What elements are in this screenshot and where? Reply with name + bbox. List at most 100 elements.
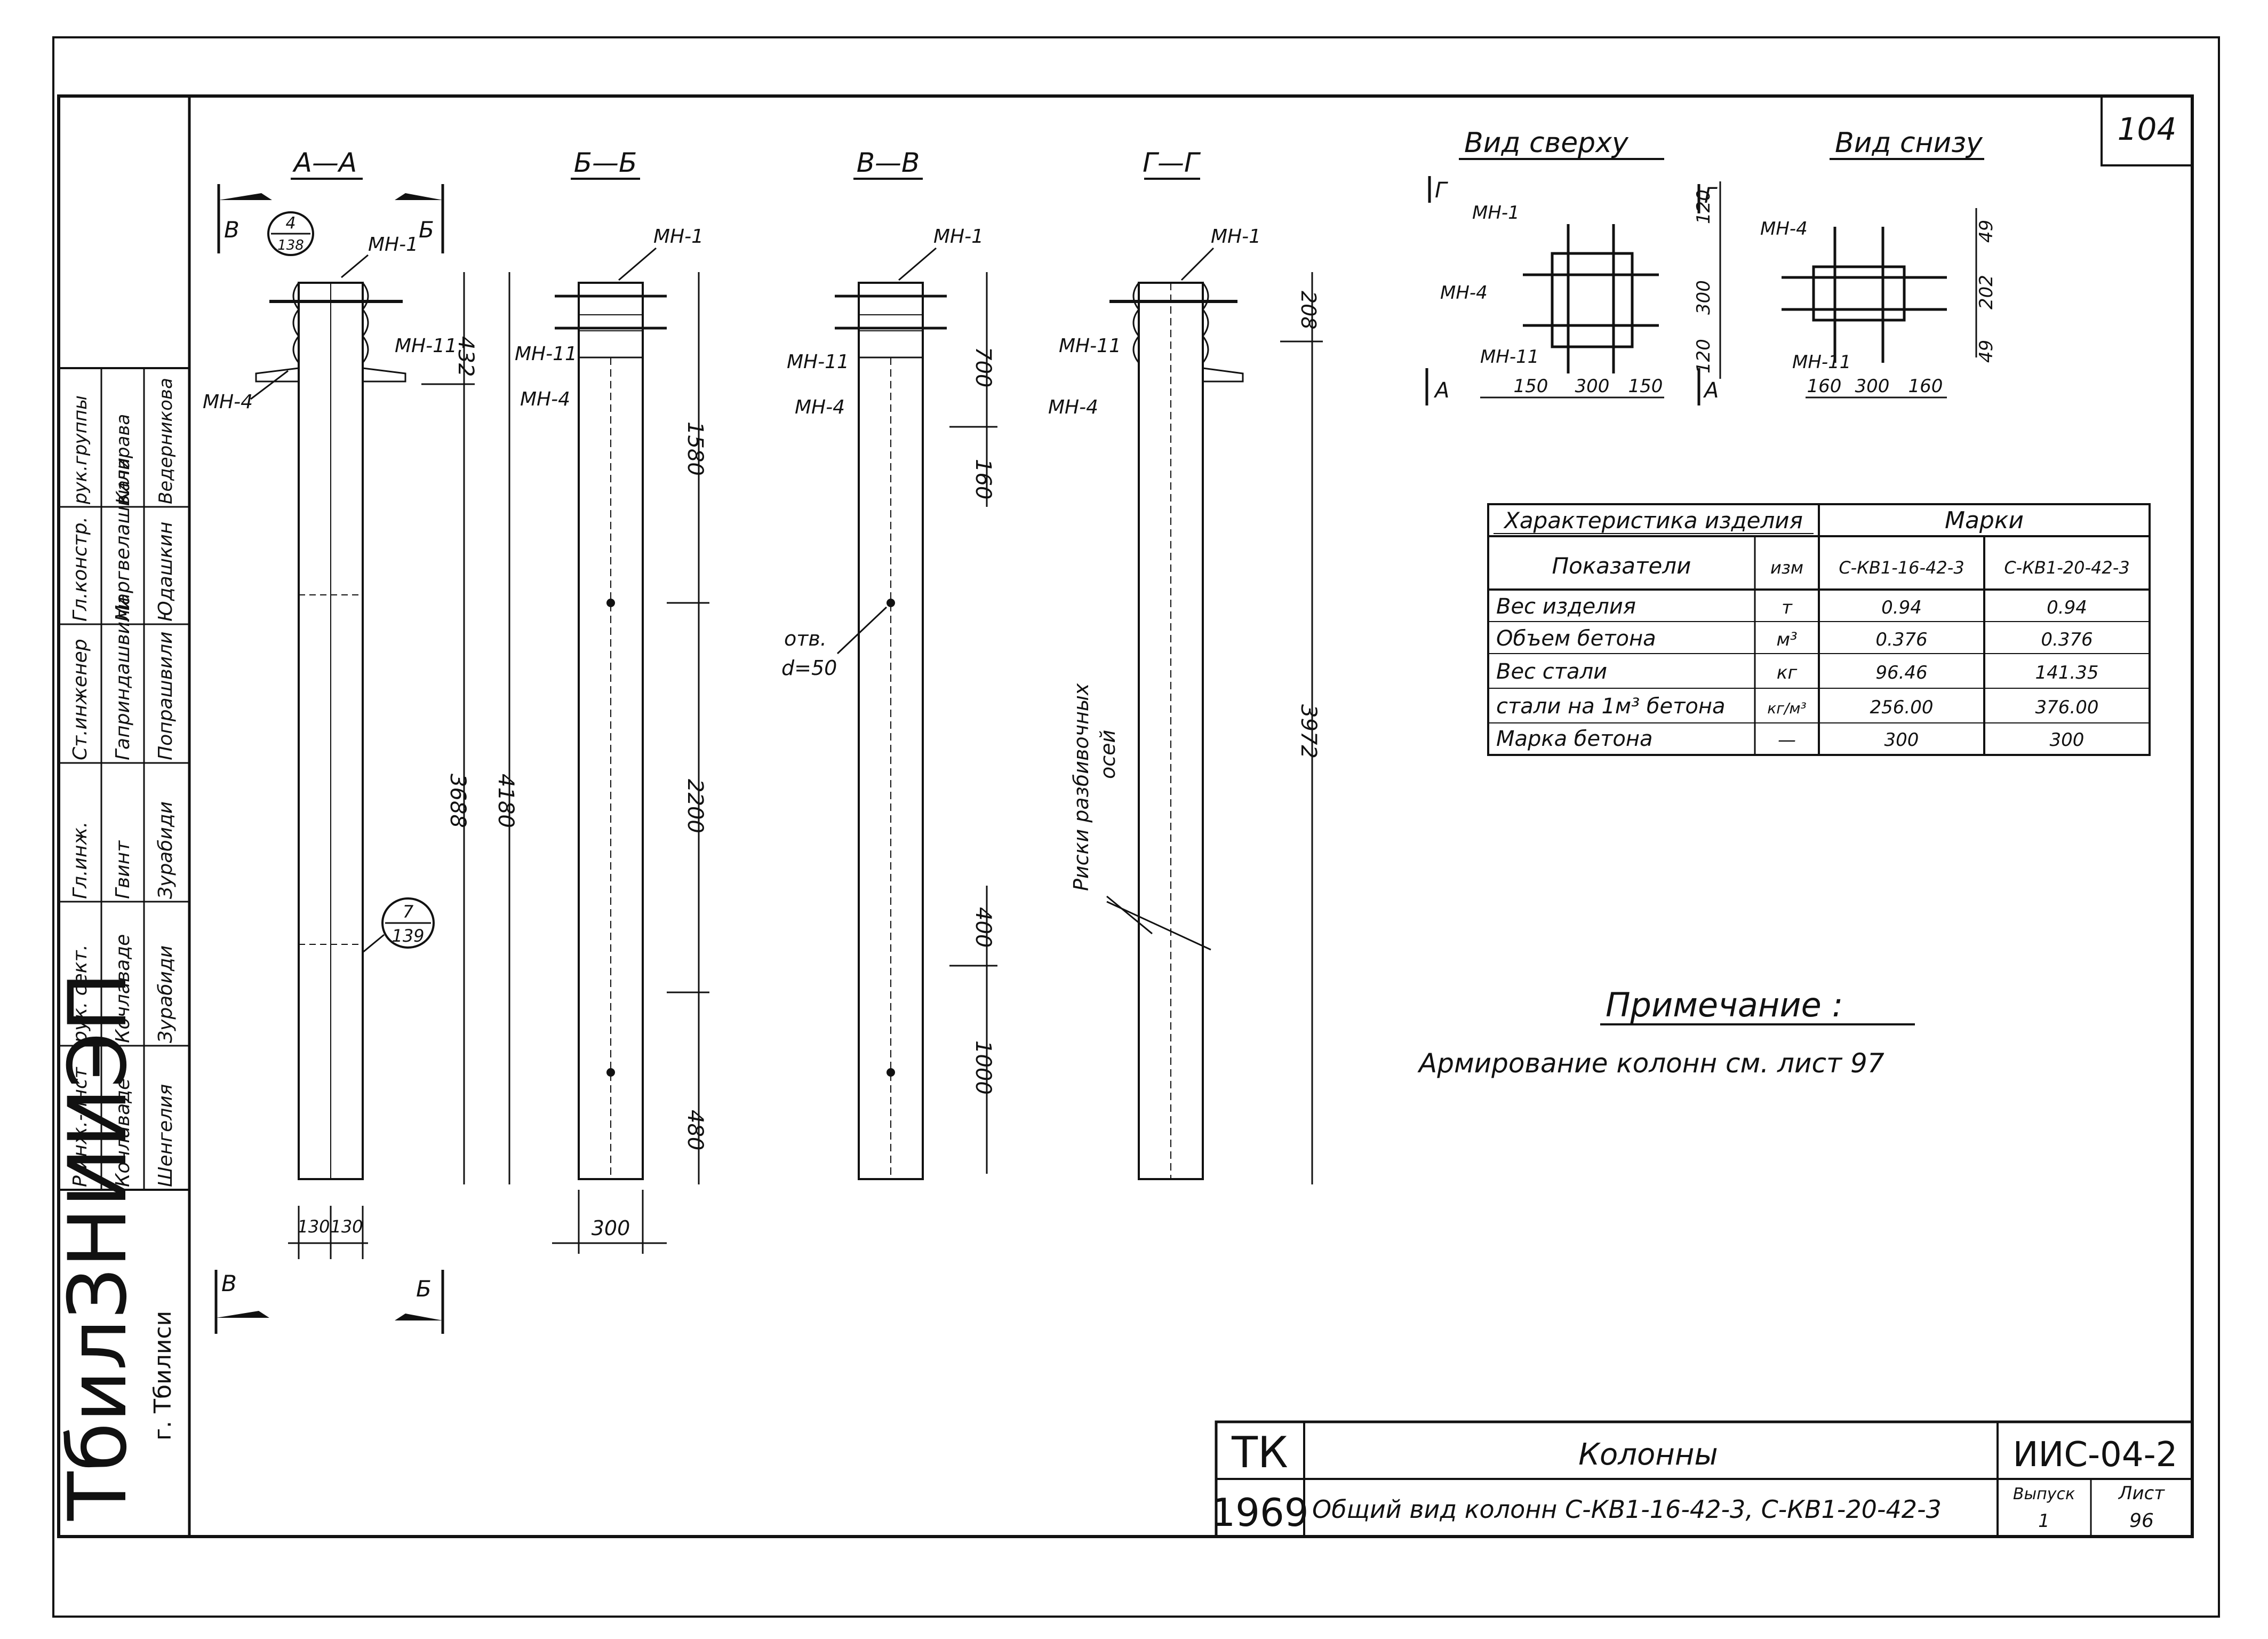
- section-title-a: А—А: [292, 147, 357, 178]
- dimension: 208: [1297, 291, 1320, 330]
- svg-text:0.94: 0.94: [2047, 597, 2087, 618]
- column-section-g: МН-1 МН-11 МН-4 Риски разбивочных осей 2…: [1048, 226, 1323, 1184]
- stamp-row: Ст.инженер Гаприндашвили Попрашвили: [69, 597, 177, 760]
- spec-table-title: Характеристика изделия: [1503, 507, 1803, 534]
- title-issue-label: Выпуск: [2013, 1485, 2075, 1503]
- risks-label: осей: [1096, 730, 1120, 779]
- svg-text:Гл.констр.: Гл.констр.: [69, 516, 91, 622]
- spec-col-header: Показатели: [1552, 553, 1691, 579]
- part-label: МН-4: [1440, 282, 1488, 304]
- section-title-b: Б—Б: [574, 147, 637, 178]
- note: Примечание : Армирование колонн см. лист…: [1417, 985, 1915, 1079]
- hole-label: отв.: [784, 627, 827, 650]
- svg-text:кг/м³: кг/м³: [1767, 699, 1806, 717]
- part-label: МН-1: [1211, 226, 1261, 248]
- svg-text:Попрашвили: Попрашвили: [155, 631, 177, 760]
- spec-marks-header: Марки: [1945, 507, 2024, 534]
- dimension: 130: [330, 1216, 363, 1237]
- title-block: ТК 1969 Колонны Общий вид колонн С-КВ1-1…: [1211, 1420, 2194, 1538]
- svg-text:стали на 1м³ бетона: стали на 1м³ бетона: [1496, 694, 1726, 719]
- dimension: 120: [1693, 189, 1714, 224]
- part-label: МН-1: [933, 226, 984, 248]
- dimension: 49: [1976, 340, 1997, 363]
- dimension: 480: [683, 1110, 707, 1150]
- part-label: МН-11: [515, 343, 577, 365]
- svg-text:Г: Г: [1704, 184, 1718, 208]
- hole-diameter: d=50: [781, 656, 837, 680]
- table-row: Вес стали кг 96.46 141.35: [1496, 659, 2098, 684]
- part-label: МН-4: [1048, 396, 1098, 418]
- table-row: Объем бетона м³ 0.376 0.376: [1496, 626, 2093, 651]
- part-label: МН-11: [395, 335, 457, 357]
- stamp-row: рук. сект. Кочлаваде Зурабиди: [69, 934, 177, 1044]
- part-label: МН-4: [795, 396, 845, 418]
- view-top-title: Вид сверху: [1464, 127, 1629, 159]
- svg-text:7: 7: [403, 902, 414, 922]
- part-label: МН-11: [1480, 346, 1539, 368]
- svg-text:Гл.инж.: Гл.инж.: [69, 822, 91, 899]
- stamp-row: рук.группы Качарава Ведерникова: [70, 378, 177, 505]
- svg-text:В: В: [224, 217, 239, 243]
- svg-text:300: 300: [1884, 729, 1919, 751]
- table-row: Вес изделия т 0.94 0.94: [1496, 594, 2087, 619]
- svg-text:Вес стали: Вес стали: [1496, 659, 1607, 684]
- column-section-b: МН-1 МН-11 МН-4 1580 2200 480 300: [515, 226, 709, 1254]
- table-row: стали на 1м³ бетона кг/м³ 256.00 376.00: [1496, 694, 2098, 719]
- risks-label: Риски разбивочных: [1069, 683, 1093, 891]
- svg-text:Ст.инженер: Ст.инженер: [69, 639, 91, 760]
- svg-text:Качарава: Качарава: [113, 414, 134, 504]
- title-year: 1969: [1211, 1490, 1308, 1535]
- stamp-row: Р.инж.-инст Кочлаваде Шенгелия: [69, 1067, 177, 1187]
- spec-col-header: изм: [1770, 558, 1803, 578]
- svg-text:В: В: [221, 1270, 237, 1296]
- section-title-g: Г—Г: [1143, 147, 1201, 178]
- spec-col-header: С-КВ1-20-42-3: [2004, 558, 2129, 578]
- svg-text:139: 139: [392, 926, 424, 946]
- part-label: МН-4: [520, 388, 570, 410]
- callout-node-7: 7 139: [381, 897, 435, 949]
- svg-text:0.376: 0.376: [1875, 629, 1927, 650]
- dimension: 1580: [683, 421, 707, 476]
- title-name: Колонны: [1578, 1437, 1718, 1472]
- dimension: 300: [1575, 376, 1610, 397]
- svg-text:т: т: [1782, 597, 1793, 618]
- dimension: 3972: [1296, 704, 1321, 759]
- callout-node-4: 4 138: [267, 211, 314, 256]
- svg-text:рук.группы: рук.группы: [70, 395, 91, 505]
- spec-col-header: С-КВ1-16-42-3: [1839, 558, 1964, 578]
- svg-text:Гвинт: Гвинт: [112, 840, 134, 899]
- column-section-v: МН-1 МН-11 МН-4 отв. d=50 700 160 400 10…: [781, 226, 997, 1180]
- stamp-row: Гл.инж. Гвинт Зурабиди: [69, 801, 177, 899]
- dimension: 130: [297, 1216, 330, 1237]
- view-bottom: Г А Вид снизу МН-4 МН-11 160 300 160 49 …: [1697, 127, 1997, 405]
- svg-text:376.00: 376.00: [2035, 697, 2099, 718]
- section-marker-top: В Б: [217, 184, 444, 253]
- title-series: ИИС-04-2: [2013, 1435, 2178, 1475]
- left-stamp: ТбилЗНИИЭП г. Тбилиси Р.инж.-инст Кочлав…: [52, 367, 190, 1538]
- dimension: 160: [1807, 376, 1842, 397]
- view-bottom-title: Вид снизу: [1835, 127, 1983, 159]
- title-code: ТК: [1231, 1428, 1288, 1477]
- dimension: 160: [1908, 376, 1943, 397]
- dimension: 4180: [493, 774, 518, 828]
- part-label: МН-4: [203, 391, 253, 413]
- svg-text:Маргвелашвили: Маргвелашвили: [112, 458, 134, 622]
- svg-text:Б: Б: [416, 1276, 432, 1302]
- svg-text:Зурабиди: Зурабиди: [155, 801, 177, 899]
- svg-text:Г: Г: [1435, 178, 1448, 203]
- dimension: 150: [1514, 376, 1548, 397]
- part-label: МН-1: [368, 234, 418, 256]
- column-section-a: МН-1 МН-11 МН-4 4 138 7 139 432 3688 418…: [203, 211, 518, 1259]
- svg-text:рук. сект.: рук. сект.: [69, 944, 91, 1044]
- dimension: 202: [1976, 275, 1997, 309]
- svg-text:Кочлаваде: Кочлаваде: [112, 1078, 134, 1187]
- part-label: МН-11: [1792, 352, 1851, 373]
- section-marker-bottom: В Б: [214, 1270, 444, 1334]
- part-label: МН-11: [787, 351, 849, 373]
- svg-text:кг: кг: [1777, 662, 1798, 683]
- svg-text:Вес изделия: Вес изделия: [1496, 594, 1636, 619]
- table-row: Марка бетона — 300 300: [1496, 727, 2084, 751]
- svg-text:96.46: 96.46: [1875, 662, 1927, 683]
- svg-text:0.376: 0.376: [2041, 629, 2093, 650]
